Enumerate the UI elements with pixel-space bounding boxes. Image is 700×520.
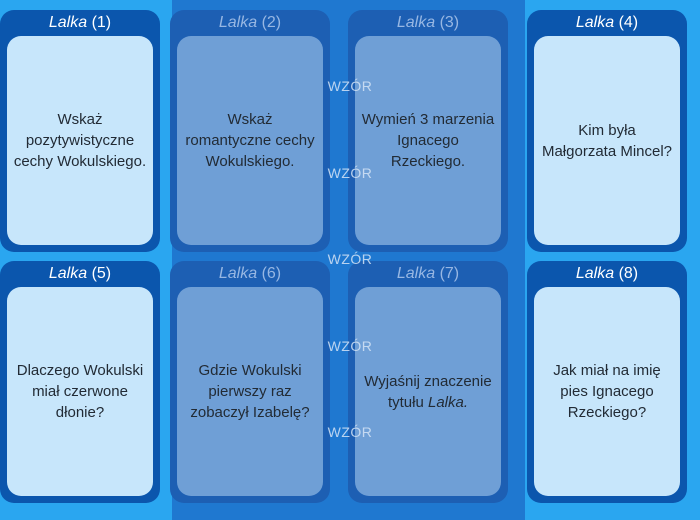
card-3[interactable]: Lalka (3) Wymień 3 marzenia Ignacego Rze… xyxy=(348,10,508,252)
card-question: Jak miał na imię pies Ignacego Rzeckiego… xyxy=(534,287,680,496)
card-title: Lalka (7) xyxy=(396,265,460,282)
card-1[interactable]: Lalka (1) Wskaż pozytywistyczne cechy Wo… xyxy=(0,10,160,252)
card-question: Wyjaśnij znaczenie tytułu Lalka. xyxy=(355,287,501,496)
card-question: Wskaż romantyczne cechy Wokulskiego. xyxy=(177,36,323,245)
card-4[interactable]: Lalka (4) Kim była Małgorzata Mincel? xyxy=(527,10,687,252)
watermark: WZÓR xyxy=(327,78,373,94)
card-title: Lalka (2) xyxy=(218,14,282,31)
card-question: Wskaż pozytywistyczne cechy Wokulskiego. xyxy=(7,36,153,245)
watermark: WZÓR xyxy=(327,424,373,440)
card-8[interactable]: Lalka (8) Jak miał na imię pies Ignacego… xyxy=(527,261,687,503)
watermark: WZÓR xyxy=(327,338,373,354)
card-question: Gdzie Wokulski pierwszy raz zobaczył Iza… xyxy=(177,287,323,496)
watermark: WZÓR xyxy=(327,165,373,181)
card-title: Lalka (5) xyxy=(48,265,112,282)
card-7[interactable]: Lalka (7) Wyjaśnij znaczenie tytułu Lalk… xyxy=(348,261,508,503)
card-6[interactable]: Lalka (6) Gdzie Wokulski pierwszy raz zo… xyxy=(170,261,330,503)
card-title: Lalka (6) xyxy=(218,265,282,282)
card-title: Lalka (8) xyxy=(575,265,639,282)
card-question: Kim była Małgorzata Mincel? xyxy=(534,36,680,245)
card-title: Lalka (3) xyxy=(396,14,460,31)
card-question: Dlaczego Wokulski miał czerwone dłonie? xyxy=(7,287,153,496)
card-5[interactable]: Lalka (5) Dlaczego Wokulski miał czerwon… xyxy=(0,261,160,503)
card-title: Lalka (1) xyxy=(48,14,112,31)
card-2[interactable]: Lalka (2) Wskaż romantyczne cechy Wokuls… xyxy=(170,10,330,252)
watermark: WZÓR xyxy=(327,251,373,267)
card-title: Lalka (4) xyxy=(575,14,639,31)
card-question: Wymień 3 marzenia Ignacego Rzeckiego. xyxy=(355,36,501,245)
